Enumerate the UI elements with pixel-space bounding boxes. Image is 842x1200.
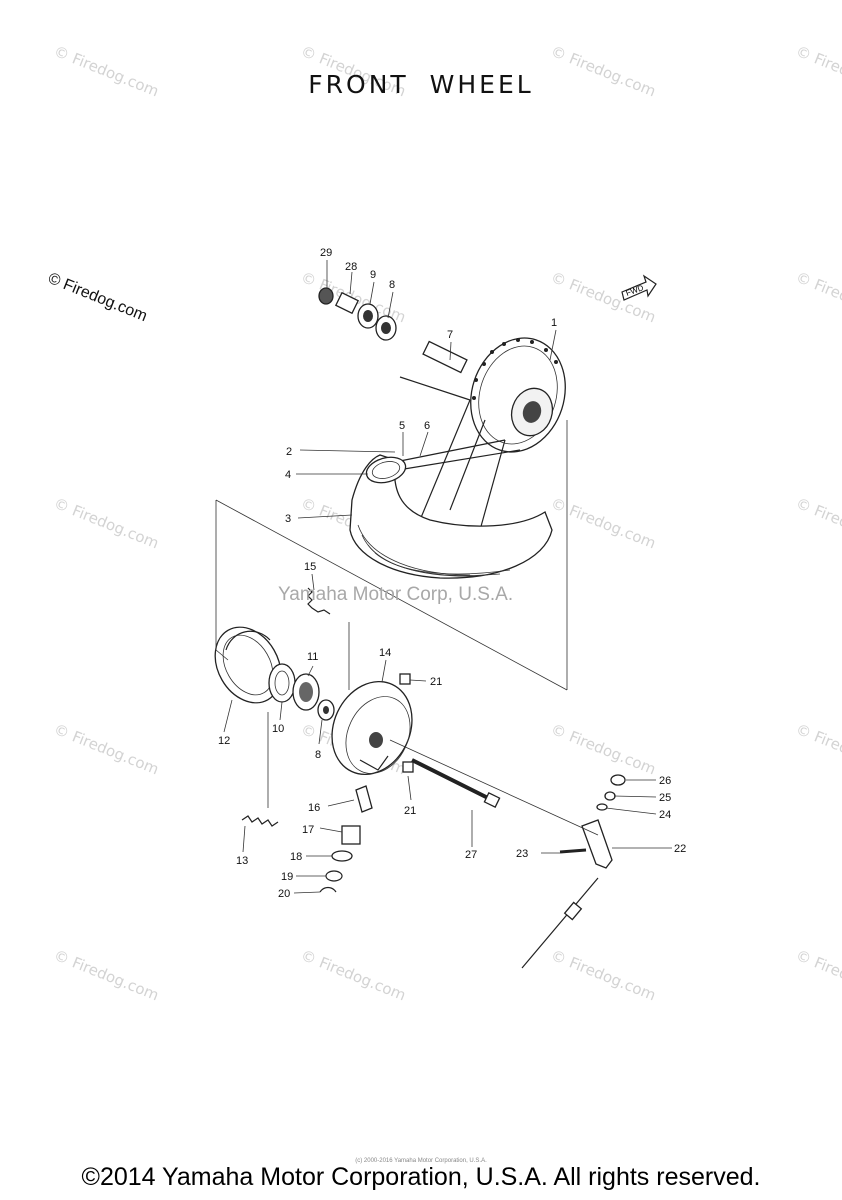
part-number-label: 29 xyxy=(320,247,332,259)
part-number-label: 24 xyxy=(659,809,671,821)
part-number-label: 14 xyxy=(379,647,391,659)
fwd-arrow-icon: FWD xyxy=(621,274,657,301)
part-number-label: 25 xyxy=(659,792,671,804)
nuts xyxy=(399,673,414,773)
corp-watermark: Yamaha Motor Corp, U.S.A. xyxy=(278,584,514,605)
part-number-label: 28 xyxy=(345,261,357,273)
page-title: FRONT WHEEL xyxy=(308,70,534,99)
copyright-footer: ©2014 Yamaha Motor Corporation, U.S.A. A… xyxy=(81,1163,761,1191)
part-number-label: 21 xyxy=(430,676,442,688)
part-number-label: 13 xyxy=(236,855,248,867)
part-number-label: 8 xyxy=(389,279,395,291)
spring-top xyxy=(307,587,331,615)
wheel-rim xyxy=(349,454,553,579)
part-number-label: 17 xyxy=(302,824,314,836)
part-number-label: 16 xyxy=(308,802,320,814)
part-number-label: 10 xyxy=(272,723,284,735)
assembly-guide-lines xyxy=(215,420,599,836)
leader-lines xyxy=(223,260,672,894)
axle xyxy=(411,758,501,808)
part-number-label: 27 xyxy=(465,849,477,861)
spokes xyxy=(394,376,521,531)
part-number-label: 2 xyxy=(286,446,292,458)
part-number-label: 5 xyxy=(399,420,405,432)
brake-cable xyxy=(521,877,599,969)
part-number-label: 6 xyxy=(424,420,430,432)
part-number-label: 11 xyxy=(307,651,318,663)
bearings-top xyxy=(318,287,397,341)
part-number-label: 1 xyxy=(551,317,557,329)
part-number-label: 20 xyxy=(278,888,290,900)
part-number-label: 4 xyxy=(285,469,291,481)
brake-cam-lever xyxy=(559,774,626,869)
part-number-label: 23 xyxy=(516,848,528,860)
part-number-label: 9 xyxy=(370,269,376,281)
part-number-label: 18 xyxy=(290,851,302,863)
part-labels: 1 2 3 4 5 6 7 8 8 9 10 11 12 13 14 15 16… xyxy=(218,247,686,900)
part-number-label: 3 xyxy=(285,513,291,525)
part-number-label: 19 xyxy=(281,871,293,883)
wheel-hub xyxy=(470,337,566,453)
part-number-label: 12 xyxy=(218,735,230,747)
part-number-label: 21 xyxy=(404,805,416,817)
part-number-label: 22 xyxy=(674,843,686,855)
brake-plate xyxy=(331,680,413,776)
bearings-lower xyxy=(268,663,335,721)
small-credit: (c) 2000-2016 Yamaha Motor Corporation, … xyxy=(355,1158,487,1164)
part-number-label: 15 xyxy=(304,561,316,573)
spring-bottom xyxy=(241,815,279,827)
part-number-label: 7 xyxy=(447,329,453,341)
brake-shoes xyxy=(214,626,282,704)
part-number-label: 26 xyxy=(659,775,671,787)
spacer xyxy=(422,340,468,374)
speedometer-gear xyxy=(319,785,373,893)
part-number-label: 8 xyxy=(315,749,321,761)
